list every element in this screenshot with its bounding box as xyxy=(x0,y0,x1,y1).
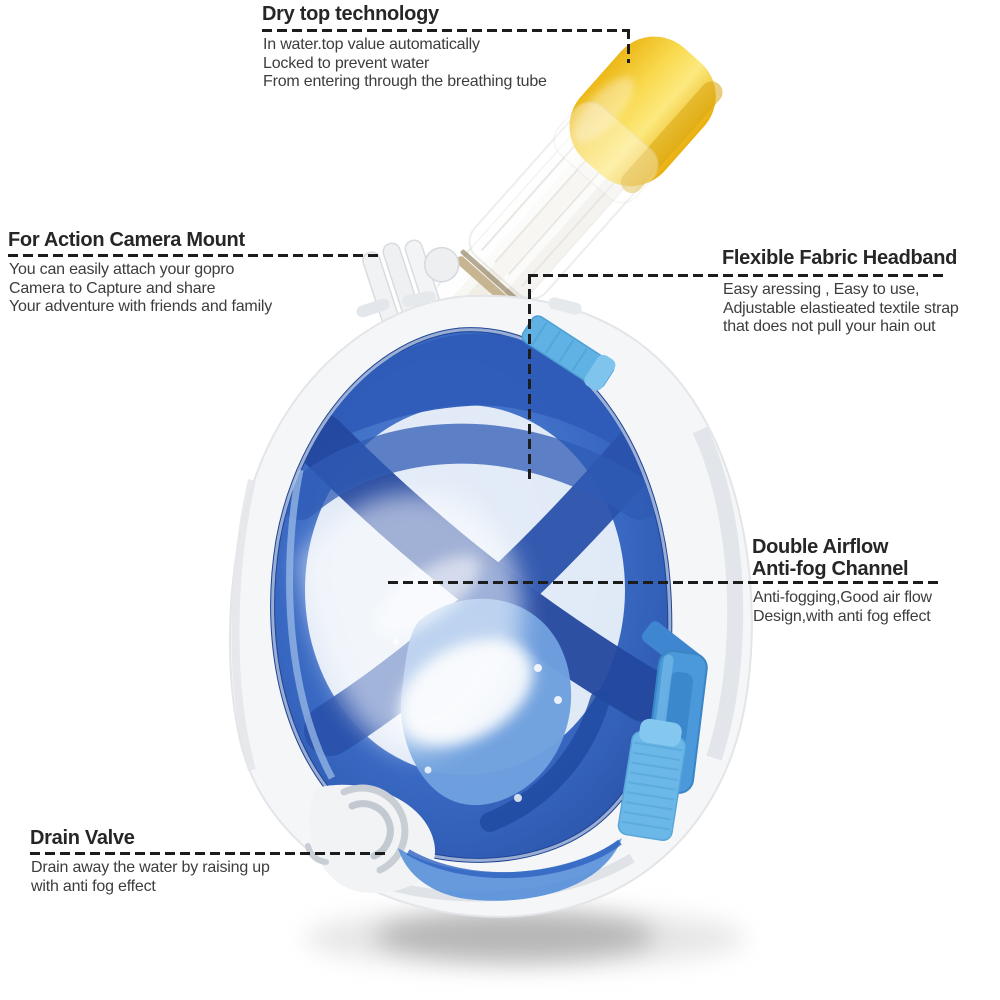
callout-line: Design,with anti fog effect xyxy=(753,607,931,625)
callout-camera-mount-body: You can easily attach your gopro Camera … xyxy=(9,261,272,317)
callout-line: Camera to Capture and share xyxy=(9,279,216,297)
callout-headband-title: Flexible Fabric Headband xyxy=(722,247,958,269)
callout-line: You can easily attach your gopro xyxy=(9,261,235,278)
visor-inner-detail xyxy=(280,333,670,832)
callout-airflow-body: Anti-fogging,Good air flow Design,with a… xyxy=(753,589,932,626)
callout-line: that does not pull your hain out xyxy=(723,318,936,335)
callout-line: Your adventure with friends and family xyxy=(9,298,273,315)
callout-line: Easy aressing , Easy to use, xyxy=(723,281,920,298)
drain-valve-graphic xyxy=(305,784,622,901)
callout-airflow-title-line2: Anti-fog Channel xyxy=(752,558,909,580)
dry-top-leader-line-vertical xyxy=(627,29,630,63)
callout-headband-body: Easy aressing , Easy to use, Adjustable … xyxy=(723,281,959,337)
headband-strap-bottom xyxy=(617,718,687,842)
callout-line: Adjustable elastieated textile strap xyxy=(723,299,959,317)
mask-visor xyxy=(270,327,673,863)
callout-line: From entering through the breathing tube xyxy=(263,73,547,90)
callout-dry-top-title: Dry top technology xyxy=(262,3,439,25)
headband-leader-line xyxy=(528,274,946,277)
callout-drain-valve-body: Drain away the water by raising up with … xyxy=(31,859,270,896)
mask-shadow xyxy=(305,908,745,968)
callout-line: with anti fog effect xyxy=(31,877,156,895)
callout-airflow-title-line1: Double Airflow xyxy=(752,536,889,558)
headband-buckle xyxy=(617,621,708,842)
headband-leader-line-vertical xyxy=(528,274,531,484)
callout-line: Locked to prevent water xyxy=(263,54,430,72)
camera-mount-leader-line xyxy=(8,254,378,257)
callout-drain-valve-title: Drain Valve xyxy=(30,827,135,849)
headband-strap-top xyxy=(521,315,616,391)
snorkel-cap xyxy=(553,36,723,204)
callout-line: Anti-fogging,Good air flow xyxy=(753,589,932,606)
snorkel-tube xyxy=(434,36,723,341)
airflow-leader-line xyxy=(388,581,940,584)
callout-camera-mount-title: For Action Camera Mount xyxy=(8,229,245,251)
callout-dry-top-body: In water.top value automatically Locked … xyxy=(263,36,547,92)
drain-valve-leader-line xyxy=(30,852,390,855)
dry-top-leader-line xyxy=(262,29,630,32)
callout-line: Drain away the water by raising up xyxy=(31,859,270,876)
callout-line: In water.top value automatically xyxy=(263,36,480,53)
